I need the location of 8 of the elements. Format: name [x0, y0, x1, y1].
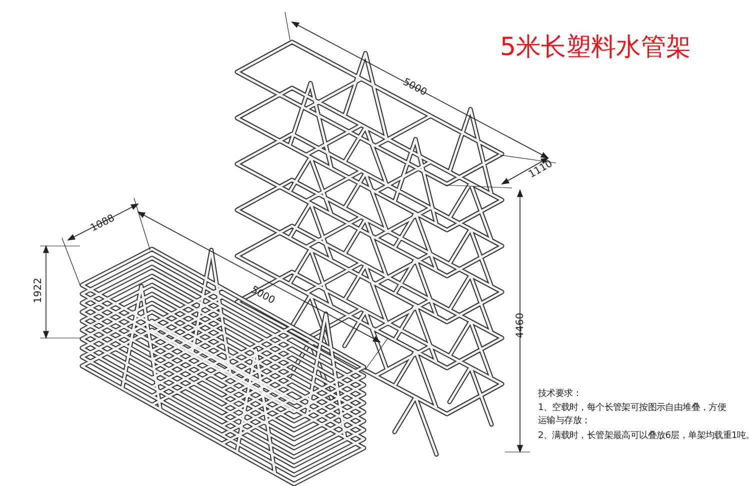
title: 5米长塑料水管架 — [500, 31, 691, 63]
dimension-label: 1088 — [88, 212, 117, 234]
note-heading: 技术要求： — [538, 388, 582, 401]
dimension-label: 1922 — [33, 278, 44, 304]
note-text: 2、满载时，长管架最高可以叠放6层，单架均载重1吨。 — [538, 430, 750, 443]
dimension-label: 5000 — [400, 76, 429, 98]
note-text: 1、空载时，每个长管架可按图示自由堆叠，方便运输与存放； — [538, 402, 728, 428]
dimension-label: 4460 — [515, 312, 526, 338]
